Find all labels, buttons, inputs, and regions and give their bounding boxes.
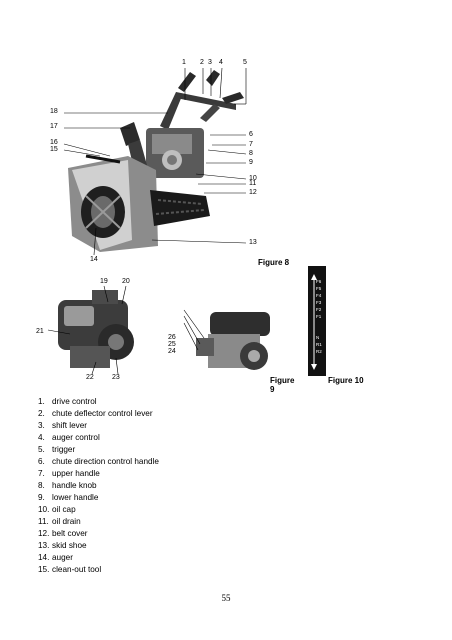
list-item: 7. upper handle — [38, 468, 159, 480]
callout-1: 1 — [182, 59, 186, 66]
item-label: trigger — [52, 445, 76, 454]
item-number: 15. — [38, 565, 50, 574]
list-item: 14.auger — [38, 552, 159, 564]
callout-19: 19 — [100, 278, 108, 285]
item-number: 12. — [38, 529, 50, 538]
list-item: 13.skid shoe — [38, 540, 159, 552]
item-number: 6. — [38, 457, 45, 466]
callout-6: 6 — [249, 131, 253, 138]
snowblower-photo — [63, 67, 247, 256]
item-number: 7. — [38, 469, 45, 478]
gear-label: F6 — [316, 279, 322, 284]
callout-22: 22 — [86, 374, 94, 381]
callout-18: 18 — [50, 108, 58, 115]
figure-10: F6 F5 F4 F3 F2 F1 N R1 R2 Figure 10 — [300, 266, 380, 396]
callout-3: 3 — [208, 59, 212, 66]
callout-15: 15 — [50, 146, 58, 153]
item-number: 2. — [38, 409, 45, 418]
list-item: 8. handle knob — [38, 480, 159, 492]
item-label: lower handle — [52, 493, 99, 502]
item-label: clean-out tool — [52, 565, 102, 574]
item-label: handle knob — [52, 481, 97, 490]
engine-photo-right — [183, 309, 270, 370]
figure-9: 19 20 21 22 23 26 25 24 Figure 9 — [0, 270, 300, 394]
item-label: auger — [52, 553, 73, 562]
item-number: 11. — [38, 517, 49, 526]
callout-11: 11 — [249, 180, 257, 187]
item-label: oil drain — [52, 517, 81, 526]
gear-label: F4 — [316, 293, 322, 298]
callout-21: 21 — [36, 328, 44, 335]
item-number: 5. — [38, 445, 45, 454]
callout-16: 16 — [50, 139, 58, 146]
callout-10: 10 — [249, 175, 257, 182]
list-item: 12.belt cover — [38, 528, 159, 540]
gear-label: F5 — [316, 286, 322, 291]
item-label: chute direction control handle — [52, 457, 159, 466]
callout-2: 2 — [200, 59, 204, 66]
item-number: 13. — [38, 541, 50, 550]
list-item: 6. chute direction control handle — [38, 456, 159, 468]
callout-13: 13 — [249, 239, 257, 246]
callout-4: 4 — [219, 59, 223, 66]
item-label: chute deflector control lever — [52, 409, 153, 418]
item-number: 10. — [38, 505, 50, 514]
list-item: 10.oil cap — [38, 504, 159, 516]
gear-label: F2 — [316, 307, 322, 312]
callout-9: 9 — [249, 159, 253, 166]
item-number: 1. — [38, 397, 45, 406]
shift-slot-arrow — [311, 274, 317, 370]
parts-list: 1. drive control 2. chute deflector contro… — [38, 396, 159, 576]
list-item: 2. chute deflector control lever — [38, 408, 159, 420]
item-label: shift lever — [52, 421, 88, 430]
list-item: 9. lower handle — [38, 492, 159, 504]
callout-24: 24 — [168, 348, 176, 355]
callout-17: 17 — [50, 123, 58, 130]
list-item: 11.oil drain — [38, 516, 159, 528]
figure-10-caption: Figure 10 — [328, 376, 364, 385]
callout-7: 7 — [249, 141, 253, 148]
list-item: 1. drive control — [38, 396, 159, 408]
callout-26: 26 — [168, 334, 176, 341]
item-label: upper handle — [52, 469, 100, 478]
list-item: 3. shift lever — [38, 420, 159, 432]
gear-label: F1 — [316, 314, 322, 319]
shift-plate: F6 F5 F4 F3 F2 F1 N R1 R2 — [308, 266, 326, 376]
engine-photo-left — [47, 285, 134, 375]
callout-25: 25 — [168, 341, 176, 348]
item-number: 9. — [38, 493, 45, 502]
gear-label: R2 — [316, 349, 322, 354]
callout-12: 12 — [249, 189, 257, 196]
item-label: oil cap — [52, 505, 76, 514]
callout-20: 20 — [122, 278, 130, 285]
item-number: 8. — [38, 481, 45, 490]
item-label: auger control — [52, 433, 100, 442]
list-item: 5. trigger — [38, 444, 159, 456]
list-item: 4. auger control — [38, 432, 159, 444]
callout-8: 8 — [249, 150, 253, 157]
item-label: skid shoe — [52, 541, 87, 550]
callout-23: 23 — [112, 374, 120, 381]
figure-8-caption: Figure 8 — [258, 258, 290, 267]
item-label: belt cover — [52, 529, 88, 538]
item-number: 14. — [38, 553, 50, 562]
callout-14: 14 — [90, 256, 98, 263]
list-item: 15.clean-out tool — [38, 564, 159, 576]
item-number: 3. — [38, 421, 45, 430]
callout-5: 5 — [243, 59, 247, 66]
figure-9-caption: Figure 9 — [270, 376, 295, 394]
page-number: 55 — [221, 593, 231, 603]
item-number: 4. — [38, 433, 45, 442]
gear-labels: F6 F5 F4 F3 F2 F1 N R1 R2 — [316, 278, 322, 355]
gear-label: F3 — [316, 300, 322, 305]
figure-8: 1 2 3 4 5 18 17 16 15 6 7 8 9 10 11 12 1… — [0, 0, 452, 270]
gear-label: N — [316, 335, 320, 340]
item-label: drive control — [52, 397, 97, 406]
gear-label: R1 — [316, 342, 322, 347]
